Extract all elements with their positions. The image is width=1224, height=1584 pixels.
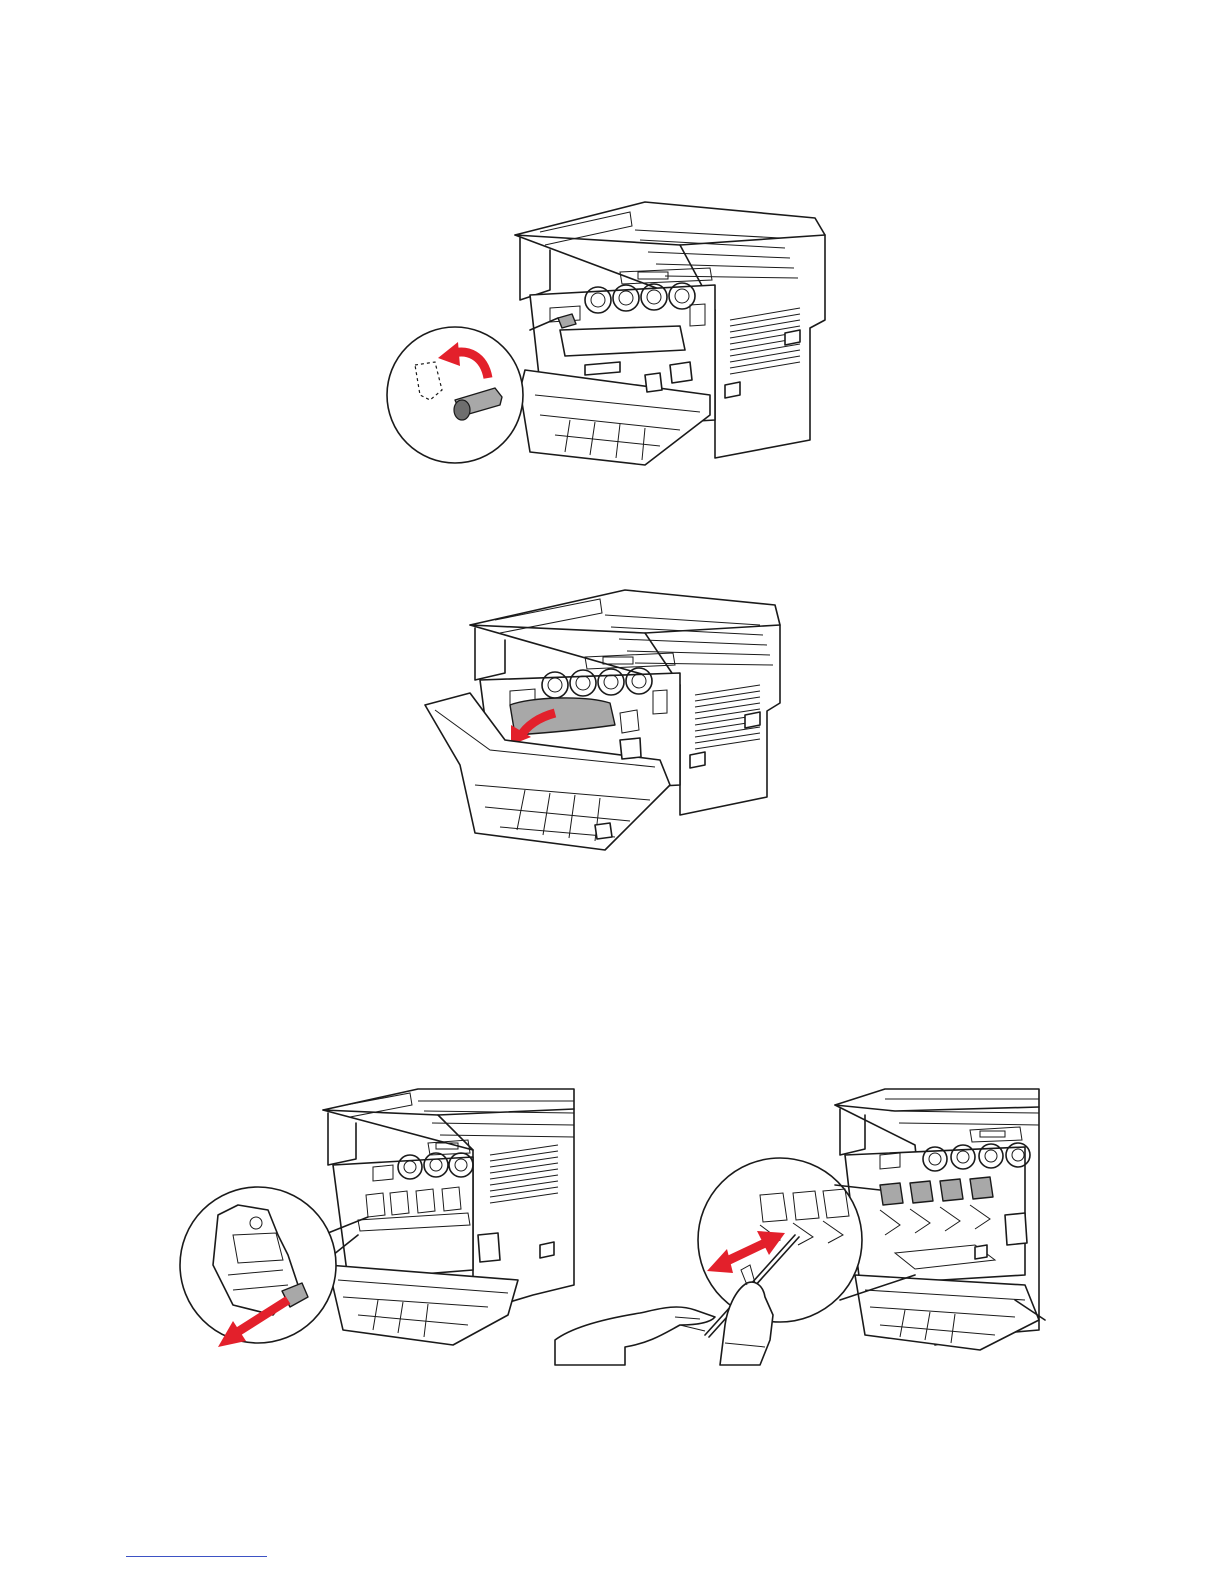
printer-body: [835, 1089, 1045, 1350]
figure-clean-rod: [555, 1085, 1045, 1365]
figure-remove-cartridge: [178, 1085, 578, 1365]
footer-link-underline[interactable]: [126, 1556, 267, 1557]
printer-body: [425, 590, 780, 850]
printer-body: [515, 202, 825, 465]
figure-open-cover: [415, 585, 795, 865]
figure-unlock-lever: [380, 190, 840, 490]
lever-pivot: [454, 400, 470, 420]
printer-body: [323, 1089, 574, 1345]
